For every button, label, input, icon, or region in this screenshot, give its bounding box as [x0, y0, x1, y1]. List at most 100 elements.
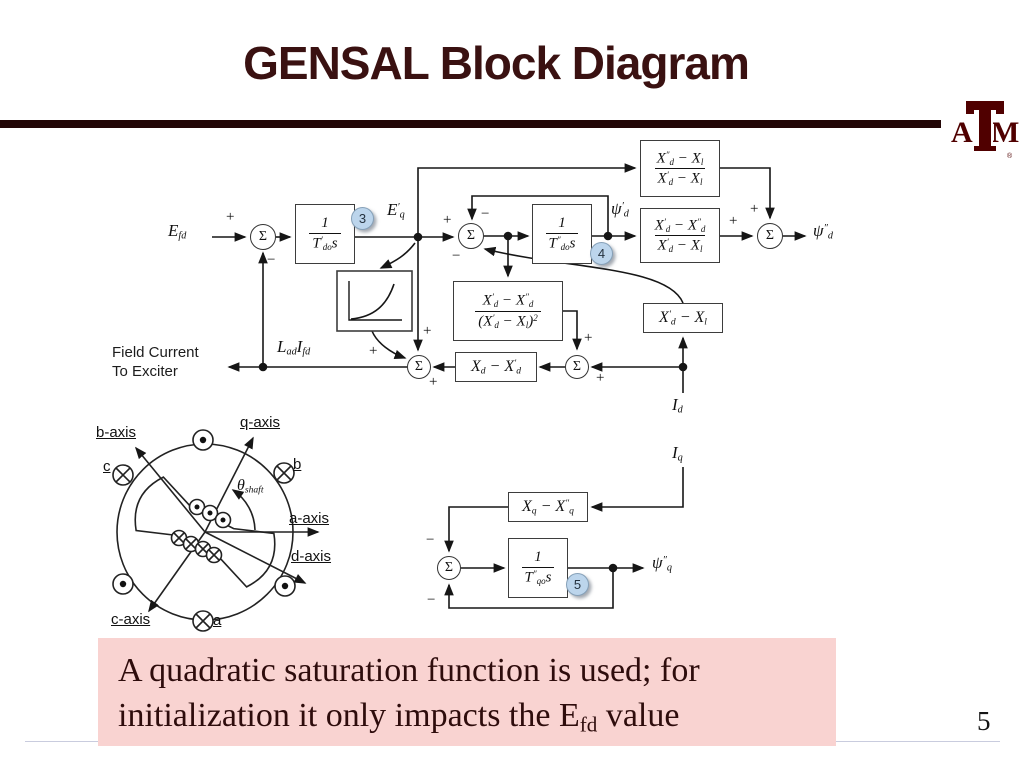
label-theta-shaft: θshaft: [237, 477, 264, 496]
block-denominator: T″dos: [545, 233, 579, 253]
block-numerator: X′d − X″d: [482, 292, 534, 309]
sign-plus: +: [584, 330, 593, 346]
sign-plus: +: [423, 323, 432, 339]
block-denominator: (X′d − Xl)2: [475, 310, 541, 331]
winding-cross-symbols: [112, 462, 295, 632]
winding-dot-symbols: [112, 429, 296, 597]
block-ratio-a: X″d − Xl X′d − Xl: [640, 140, 720, 197]
label-psi-d-dprime: ψ″d: [813, 221, 833, 242]
rotor-outline: [134, 476, 276, 588]
badge-number: 4: [597, 246, 606, 261]
junction-dots: [258, 231, 688, 573]
badge-number: 3: [358, 211, 367, 226]
sign-minus: −: [426, 532, 435, 548]
logo-registered-mark: ®: [1007, 152, 1013, 160]
block-numerator: X′d − X″d: [654, 216, 706, 234]
sigma-symbol: Σ: [258, 229, 268, 244]
logo-letter-a: A: [951, 116, 973, 149]
sign-plus: +: [226, 209, 235, 225]
b-axis-arrow: [134, 446, 206, 533]
block-1-over-Tdo-dprime-s: 1 T″dos: [532, 204, 592, 264]
note-box: A quadratic saturation function is used;…: [98, 638, 836, 746]
theta-shaft-arc: [231, 489, 256, 531]
block-numerator: 1: [321, 215, 329, 232]
saturation-block: [336, 270, 413, 332]
block-label: Xq − X″q: [522, 497, 574, 517]
label-psi-d-prime: ψ′d: [611, 199, 629, 220]
sum-node-2: Σ: [458, 223, 484, 249]
block-Xdprime-minus-Xl: X′d − Xl: [643, 303, 723, 333]
label-phase-c: c: [103, 458, 111, 475]
label-d-axis: d-axis: [291, 548, 332, 565]
block-ratio-b: X′d − X″d X′d − Xl: [640, 208, 720, 263]
note-line1: A quadratic saturation function is used;…: [118, 652, 700, 689]
label-q-axis: q-axis: [240, 414, 281, 431]
block-Xq-minus-Xqdprime: Xq − X″q: [508, 492, 588, 522]
field-winding-dots: [188, 498, 232, 529]
label-psi-q-dprime: ψ″q: [652, 553, 672, 574]
block-numerator: 1: [534, 549, 542, 566]
block-1-over-Tdo-prime-s: 1 T′dos: [295, 204, 355, 264]
sign-plus: +: [596, 370, 605, 386]
sign-minus: −: [452, 248, 461, 264]
sigma-symbol: Σ: [572, 359, 582, 374]
block-denominator: T′dos: [309, 233, 341, 253]
block-label: X′d − Xl: [659, 308, 707, 328]
sign-minus: −: [427, 592, 436, 608]
label-Lad-Ifd: LadIfd: [277, 337, 311, 358]
saturation-axes: [348, 281, 402, 321]
sum-node-1: Σ: [250, 224, 276, 250]
sum-node-4: Σ: [565, 355, 589, 379]
label-c-axis: c-axis: [111, 611, 151, 628]
label-a-axis: a-axis: [289, 510, 330, 527]
block-ratio-c: X′d − X″d (X′d − Xl)2: [453, 281, 563, 341]
block-denominator: X′d − Xl: [654, 168, 706, 188]
state-badge-4: 4: [590, 242, 613, 265]
label-Iq: Iq: [672, 443, 683, 464]
block-Xd-minus-Xdprime: Xd − X′d: [455, 352, 537, 382]
label-Efd: Efd: [168, 221, 187, 242]
block-label: Xd − X′d: [470, 357, 522, 377]
machine-cross-section: [112, 429, 320, 632]
field-current-line1: Field Current: [112, 344, 199, 361]
sign-minus: −: [481, 206, 490, 222]
sign-minus: −: [267, 252, 276, 268]
block-1-over-Tqo-dprime-s: 1 T″qos: [508, 538, 568, 598]
sum-node-3: Σ: [407, 355, 431, 379]
saturation-curve: [350, 283, 395, 320]
signal-lines: [212, 163, 807, 609]
sigma-symbol: Σ: [765, 228, 775, 243]
sum-node-5: Σ: [757, 223, 783, 249]
label-b-axis: b-axis: [96, 424, 137, 441]
logo-letter-m: M: [991, 116, 1019, 149]
sign-plus: +: [429, 374, 438, 390]
block-denominator: T″qos: [521, 567, 555, 587]
d-axis-arrow: [204, 531, 307, 584]
sum-node-6: Σ: [437, 556, 461, 580]
label-Id: Id: [672, 395, 683, 416]
field-winding-crosses: [170, 529, 223, 564]
label-Eq-prime: E′q: [387, 200, 405, 221]
university-logo: A M ®: [950, 98, 1020, 160]
block-numerator: X″d − Xl: [656, 149, 704, 167]
badge-number: 5: [573, 577, 582, 592]
state-badge-5: 5: [566, 573, 589, 596]
sign-plus: +: [750, 201, 759, 217]
sign-plus: +: [729, 213, 738, 229]
label-phase-a: a: [213, 612, 222, 629]
page-number: 5: [977, 706, 991, 736]
sign-plus: +: [369, 343, 378, 359]
field-current-line2: To Exciter: [112, 363, 178, 380]
sign-plus: +: [443, 212, 452, 228]
sigma-symbol: Σ: [414, 359, 424, 374]
block-numerator: 1: [558, 215, 566, 232]
note-line2: initialization it only impacts the Efd v…: [118, 697, 680, 737]
sigma-symbol: Σ: [444, 560, 454, 575]
title-divider: [0, 120, 941, 128]
label-phase-b: b: [293, 456, 302, 473]
block-denominator: X′d − Xl: [654, 235, 706, 255]
logo-t: [966, 101, 1004, 151]
state-badge-3: 3: [351, 207, 374, 230]
